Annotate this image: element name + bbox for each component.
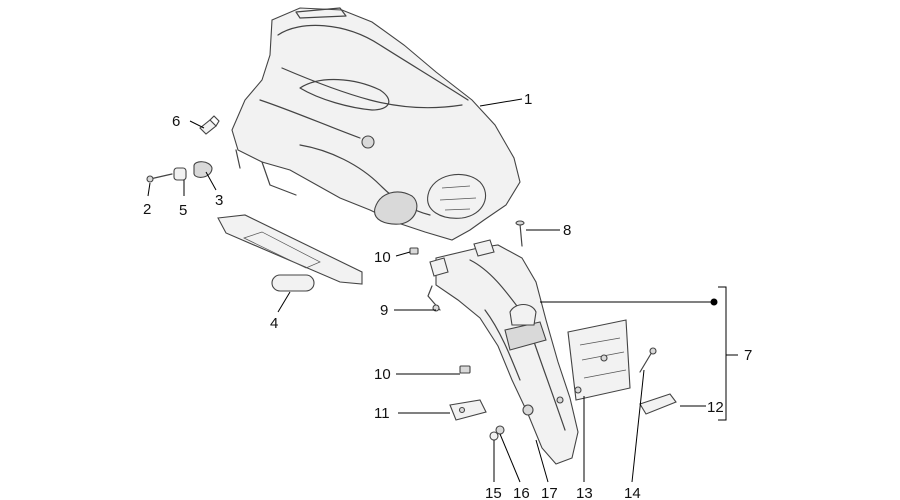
plate-holder-part [556, 319, 631, 404]
callout-labels: 1 2 3 4 5 6 7 8 9 10 10 11 12 13 14 15 1… [143, 91, 752, 500]
front-shield-part [231, 7, 521, 241]
callout-12: 12 [707, 399, 724, 416]
callout-6: 6 [172, 113, 180, 130]
callout-5: 5 [179, 202, 187, 219]
rear-mudguard-part [409, 239, 579, 465]
callout-1: 1 [524, 91, 532, 108]
callout-10-lower: 10 [374, 366, 391, 383]
screw-spacer-grommet-parts [146, 161, 213, 183]
bolt-part [515, 220, 525, 247]
callout-7: 7 [744, 347, 752, 364]
callout-9: 9 [380, 302, 388, 319]
callout-17: 17 [541, 485, 558, 500]
marker-light-part [449, 399, 487, 421]
callout-14: 14 [624, 485, 641, 500]
callout-16: 16 [513, 485, 530, 500]
callout-8: 8 [563, 222, 571, 239]
reflector-plate-part [217, 214, 363, 292]
leader-lines [147, 98, 738, 483]
callout-3: 3 [215, 192, 223, 209]
washer-nut-parts [489, 425, 505, 441]
callout-15: 15 [485, 485, 502, 500]
screw-part [639, 347, 657, 373]
callout-11: 11 [374, 405, 390, 422]
callout-10-upper: 10 [374, 249, 391, 266]
bulb-part [199, 115, 220, 135]
callout-13: 13 [576, 485, 593, 500]
reflector-lens-part [639, 393, 677, 415]
callout-2: 2 [143, 201, 151, 218]
callout-4: 4 [270, 315, 278, 332]
leader-dot [710, 298, 718, 306]
